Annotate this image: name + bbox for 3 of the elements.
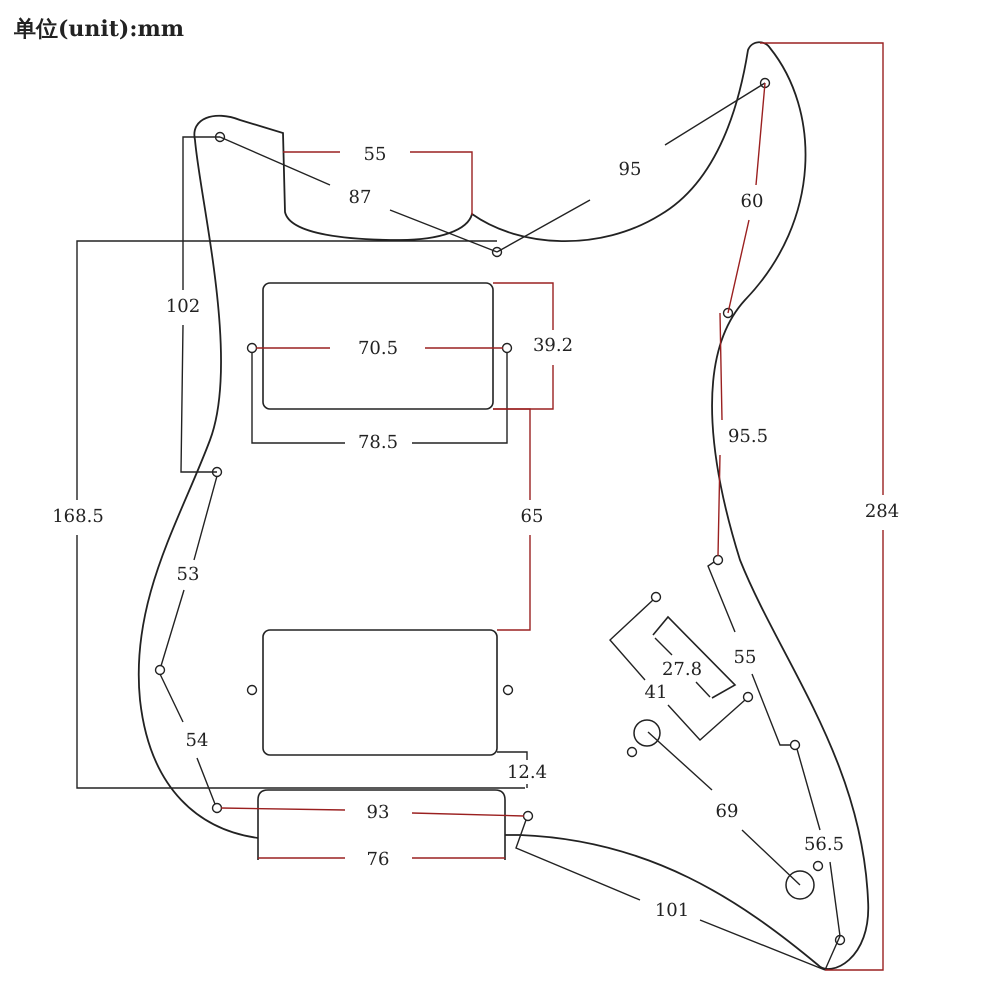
- dimension-label: 284: [864, 503, 900, 521]
- title: 单位(unit):mm: [14, 15, 184, 44]
- dimension-label: 168.5: [52, 508, 104, 526]
